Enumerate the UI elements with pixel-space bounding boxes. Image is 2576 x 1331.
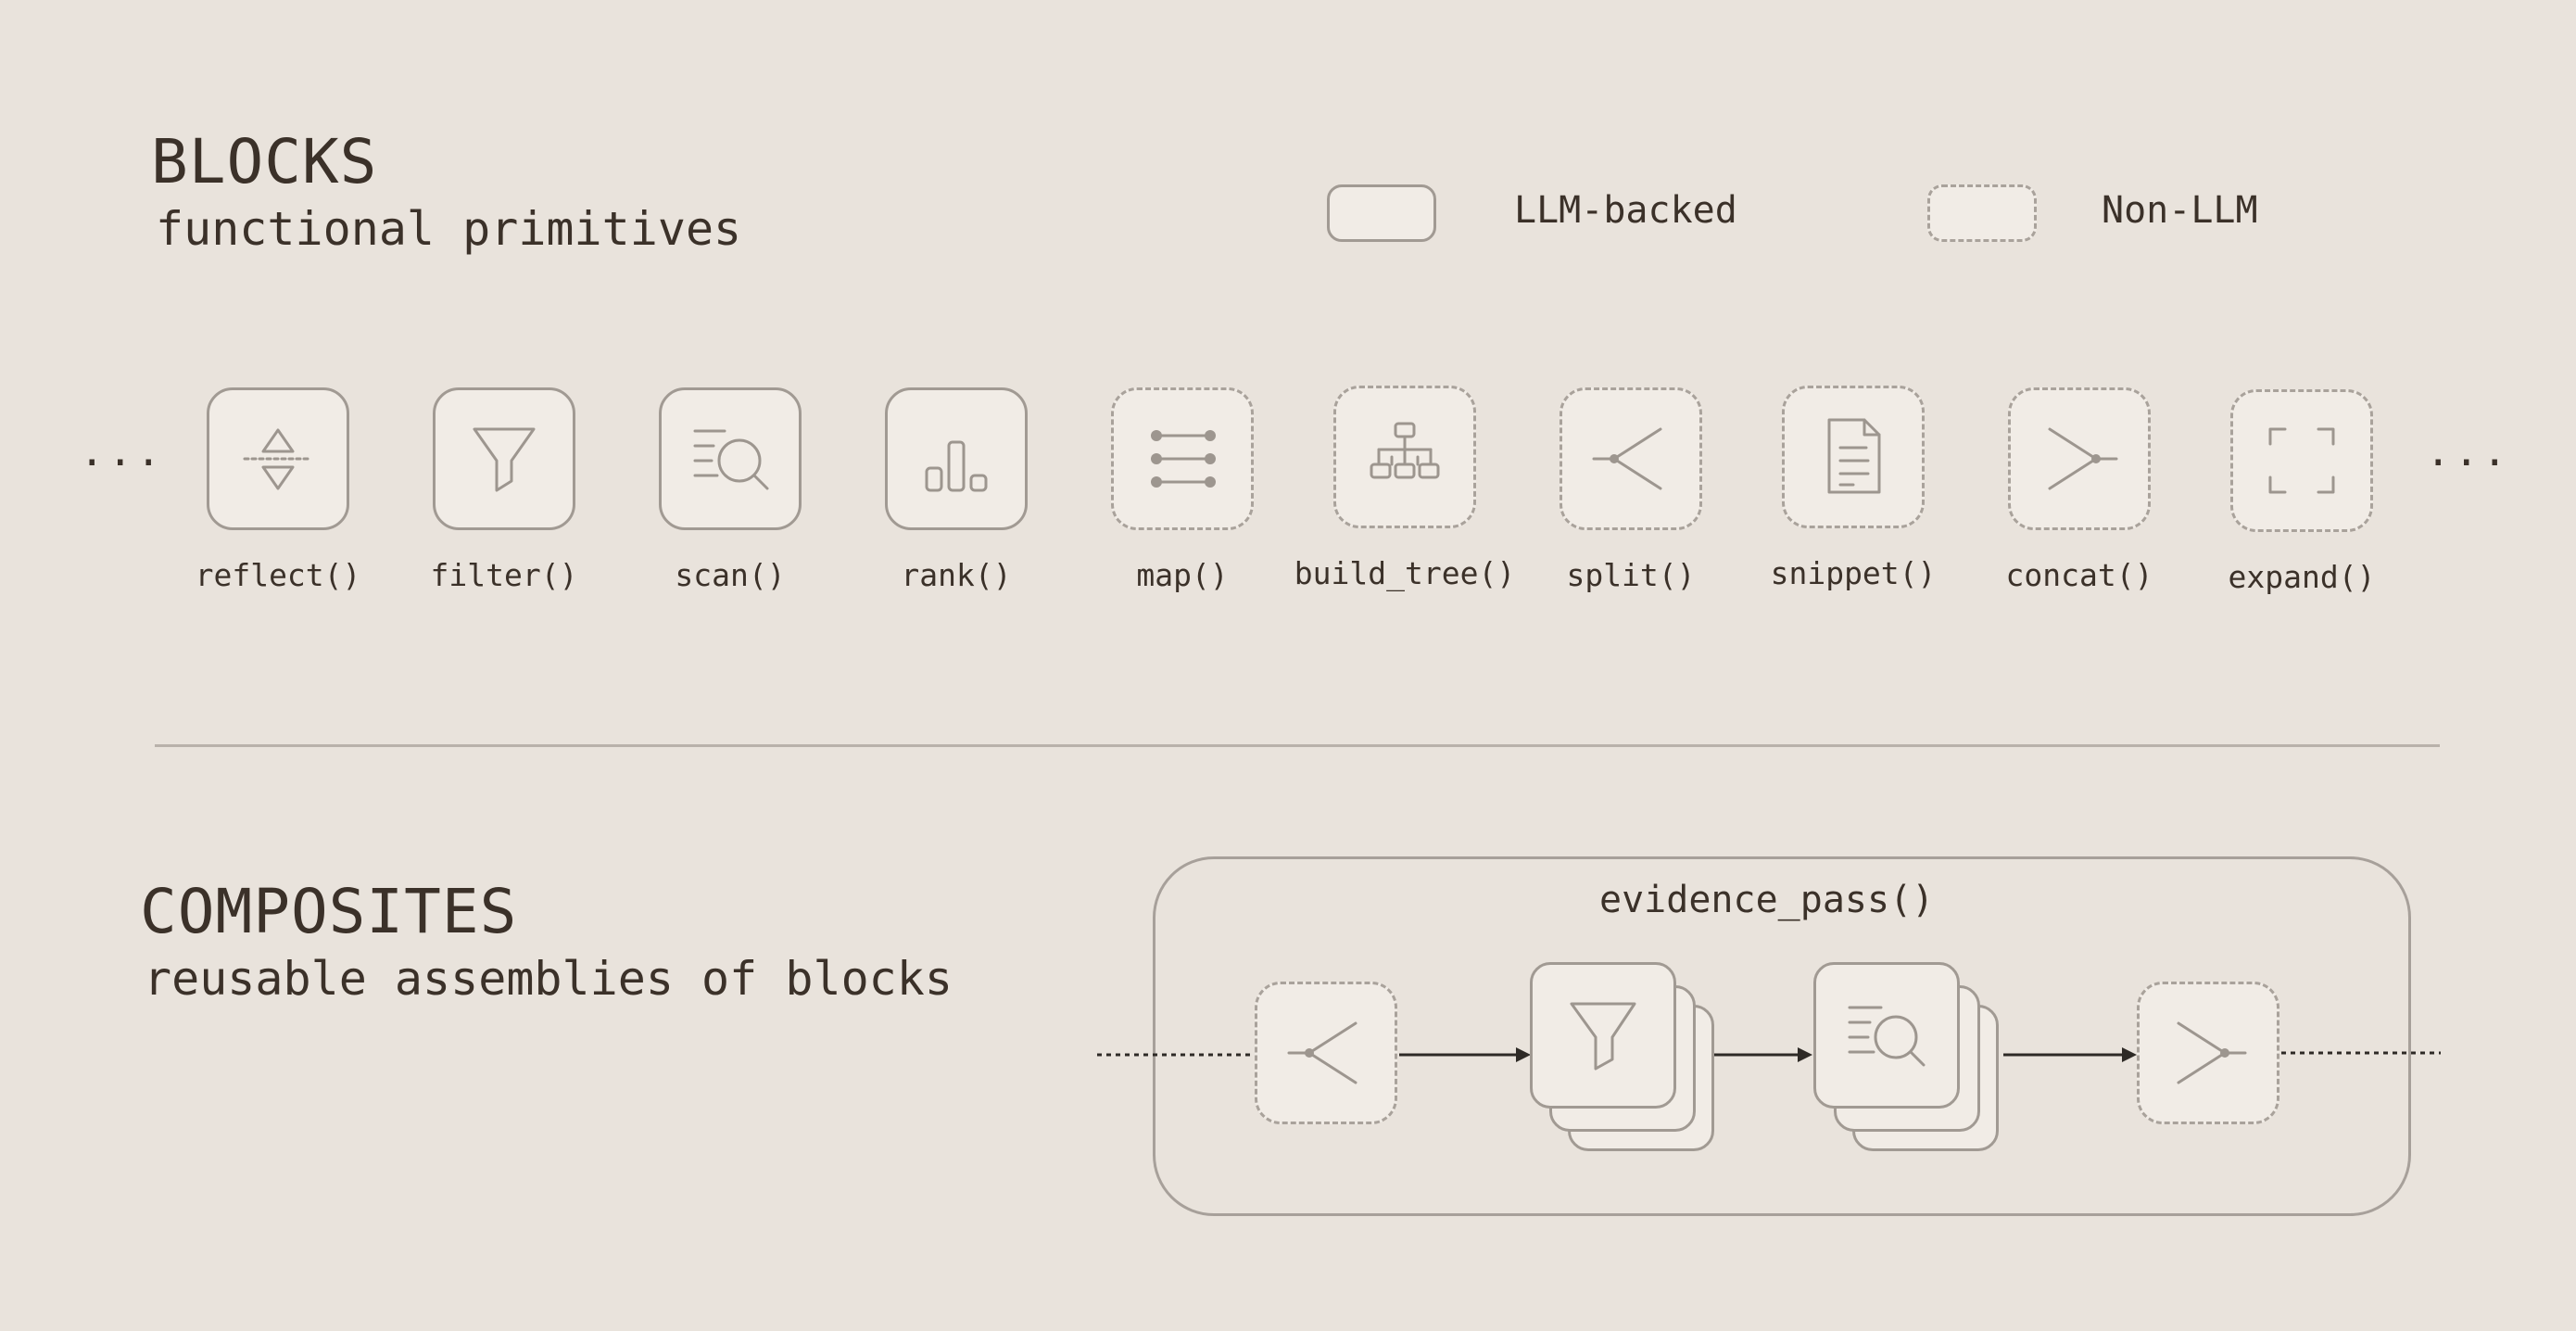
block-map[interactable] [1111,387,1254,530]
composite-step-split[interactable] [1255,982,1397,1124]
block-label-filter: filter() [430,557,578,593]
concat-icon [2048,427,2118,490]
block-scan[interactable] [659,387,802,530]
composite-evidence-pass[interactable] [1153,856,2411,1216]
block-label-rank: rank() [901,557,1012,593]
composites-title: COMPOSITES [140,876,518,947]
block-split[interactable] [1559,387,1702,530]
composite-step-scan[interactable] [1813,962,1960,1109]
block-label-snippet: snippet() [1770,555,1937,591]
concat-icon [2177,1021,2247,1084]
block-label-build-tree: build_tree() [1294,555,1516,591]
scan-magnifier-icon [693,429,769,490]
composites-subtitle: reusable assemblies of blocks [144,952,953,1006]
block-reflect[interactable] [207,387,349,530]
block-expand[interactable] [2230,389,2373,532]
split-icon [1592,427,1662,490]
expand-corners-icon [2268,427,2335,494]
ellipsis-right: ... [2426,428,2511,475]
legend-non-llm-swatch [1927,184,2037,242]
blocks-title: BLOCKS [151,126,378,197]
funnel-icon [1570,1002,1636,1071]
block-label-concat: concat() [2005,557,2153,593]
block-build-tree[interactable] [1333,386,1476,528]
legend-llm-label: LLM-backed [1514,189,1737,232]
block-snippet[interactable] [1782,386,1925,528]
composite-step-concat[interactable] [2137,982,2279,1124]
map-lines-icon [1151,430,1216,488]
block-label-split: split() [1566,557,1696,593]
ellipsis-left: ... [80,428,165,475]
block-label-reflect: reflect() [195,557,361,593]
legend-non-llm-label: Non-LLM [2102,189,2258,232]
block-label-map: map() [1136,557,1229,593]
block-label-expand: expand() [2228,559,2376,595]
split-icon [1287,1021,1357,1084]
tree-icon [1370,422,1440,479]
funnel-icon [473,427,536,492]
document-icon [1827,418,1881,494]
bar-rank-icon [925,440,988,492]
section-divider [155,744,2440,747]
scan-magnifier-icon [1848,1006,1926,1067]
blocks-subtitle: functional primitives [156,202,742,256]
reflect-icon [243,428,313,490]
legend-llm-swatch [1327,184,1436,242]
block-concat[interactable] [2008,387,2151,530]
block-filter[interactable] [433,387,575,530]
block-label-scan: scan() [675,557,786,593]
composite-step-filter[interactable] [1530,962,1676,1109]
block-rank[interactable] [885,387,1028,530]
composite-title: evidence_pass() [1599,879,1935,921]
